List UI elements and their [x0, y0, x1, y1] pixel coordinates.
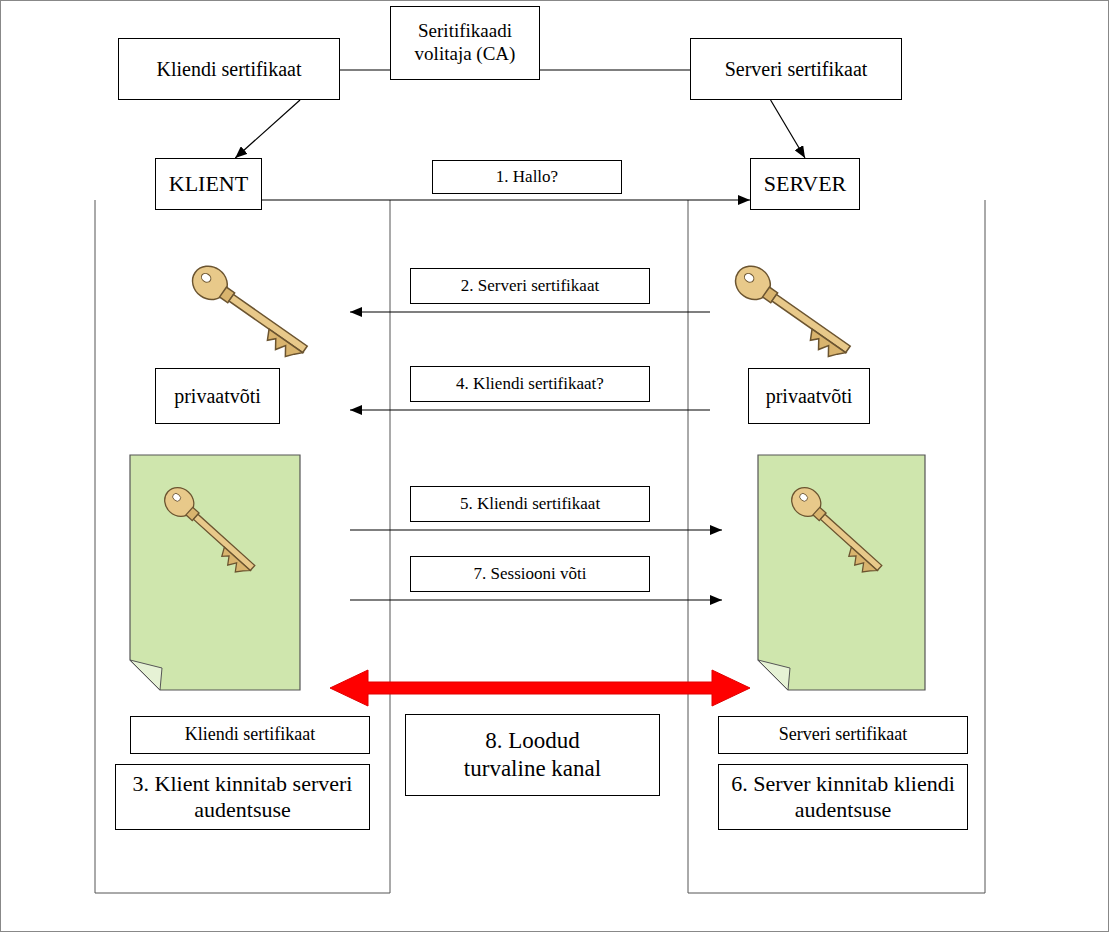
key-label: privaatvõti — [748, 368, 870, 424]
server-box: SERVER — [750, 158, 860, 210]
box-text: 4. Kliendi sertifikaat? — [456, 374, 604, 394]
secure-channel-arrow — [330, 670, 750, 706]
key-icon — [728, 259, 857, 363]
connector — [235, 100, 300, 158]
page-fold — [758, 660, 790, 690]
server-column — [688, 200, 985, 893]
message-arrow — [350, 599, 722, 600]
key-icon — [185, 259, 314, 363]
box-text: privaatvõti — [766, 384, 853, 408]
key-icon — [785, 482, 888, 579]
message-arrow — [350, 409, 710, 410]
key-label: privaatvõti — [155, 368, 280, 424]
box-text: Serveri sertifikaat — [725, 57, 868, 81]
message-label: 2. Serveri sertifikaat — [410, 268, 650, 304]
channel-box: 8. Loodud turvaline kanal — [405, 714, 660, 796]
box-text: KLIENT — [169, 171, 248, 197]
certificate-box: Serveri sertifikaat — [690, 38, 902, 100]
step-box: 6. Server kinnitab kliendi audentsuse — [718, 764, 968, 830]
box-text: Serveri sertifikaat — [779, 724, 907, 746]
box-text: 5. Kliendi sertifikaat — [460, 494, 600, 514]
box-text: 1. Hallo? — [496, 167, 558, 187]
client-box: KLIENT — [155, 158, 262, 210]
box-text: 8. Loodud turvaline kanal — [448, 727, 618, 782]
step-box: 3. Klient kinnitab serveri audentsuse — [115, 764, 370, 830]
key-icon — [158, 482, 261, 579]
box-text: 2. Serveri sertifikaat — [461, 276, 599, 296]
certificate-label: Kliendi sertifikaat — [130, 716, 370, 754]
connector — [340, 69, 390, 70]
message-arrow — [350, 311, 710, 312]
box-text: SERVER — [764, 171, 847, 197]
certificate-document — [758, 455, 925, 690]
authority-box: Seritifikaadi volitaja (CA) — [390, 6, 540, 80]
box-text: Seritifikaadi volitaja (CA) — [399, 20, 531, 66]
box-text: 7. Sessiooni võti — [474, 564, 587, 584]
box-text: Kliendi sertifikaat — [185, 724, 315, 746]
message-label: 5. Kliendi sertifikaat — [410, 486, 650, 522]
message-label: 4. Kliendi sertifikaat? — [410, 366, 650, 402]
box-text: Kliendi sertifikaat — [157, 57, 302, 81]
box-text: 3. Klient kinnitab serveri audentsuse — [124, 771, 361, 824]
page-fold — [130, 660, 162, 690]
box-text: 6. Server kinnitab kliendi audentsuse — [727, 771, 959, 824]
connector — [771, 100, 805, 158]
message-arrow — [350, 529, 722, 530]
certificate-label: Serveri sertifikaat — [718, 716, 968, 754]
box-text: privaatvõti — [174, 384, 261, 408]
certificate-box: Kliendi sertifikaat — [118, 38, 340, 100]
connector — [262, 199, 750, 200]
message-label: 7. Sessiooni võti — [410, 556, 650, 592]
certificate-document — [130, 455, 300, 690]
client-column — [95, 200, 390, 893]
connector — [540, 69, 690, 70]
message-label: 1. Hallo? — [432, 160, 622, 194]
